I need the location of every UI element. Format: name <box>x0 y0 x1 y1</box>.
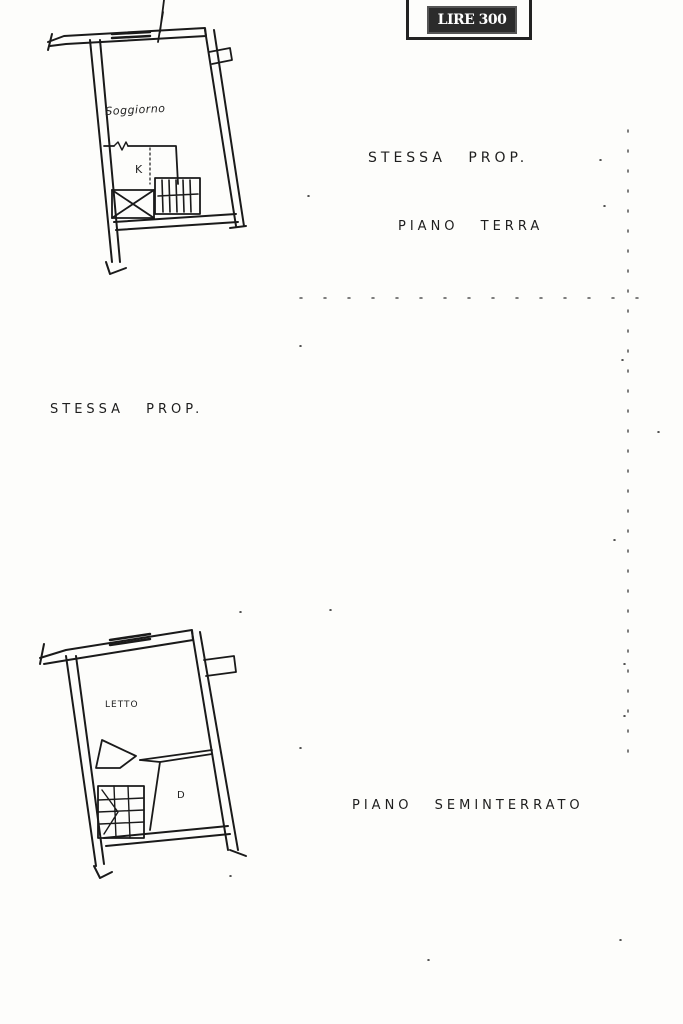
door-line <box>157 0 165 43</box>
room-label-letto: LETTO <box>105 700 139 710</box>
floor-plan-piano-terra <box>47 0 247 275</box>
partition-wall <box>139 749 213 763</box>
room-label-deposito: D <box>177 790 185 801</box>
window-mark <box>110 30 152 40</box>
floor-label-piano-seminterrato: PIANO SEMINTERRATO <box>352 798 584 813</box>
left-wall <box>65 655 105 867</box>
stamp-face: LIRE 300 <box>427 6 517 34</box>
staircase <box>154 177 201 215</box>
window-mark <box>108 632 152 647</box>
floor-label-piano-terra: PIANO TERRA <box>398 219 544 234</box>
side-notch <box>208 47 233 65</box>
bottom-wall <box>113 213 239 231</box>
owner-label-piano-terra: STESSA PROP. <box>368 150 529 166</box>
owner-label-piano-seminterrato: STESSA PROP. <box>50 402 204 417</box>
top-wall <box>39 629 194 665</box>
kitchen-partition <box>103 145 179 185</box>
right-wall <box>204 29 245 227</box>
floor-plan-piano-seminterrato <box>39 629 247 879</box>
bottom-wall <box>103 825 231 847</box>
side-notch <box>203 655 237 677</box>
revenue-stamp: LIRE 300 <box>406 0 532 40</box>
right-wall <box>191 631 239 851</box>
paper-speckles <box>229 159 660 961</box>
room-label-kitchen: K <box>135 163 143 176</box>
void-x-box <box>111 189 155 219</box>
stair-landing <box>95 739 137 769</box>
left-wall <box>89 39 121 263</box>
stamp-value: LIRE 300 <box>437 12 507 28</box>
